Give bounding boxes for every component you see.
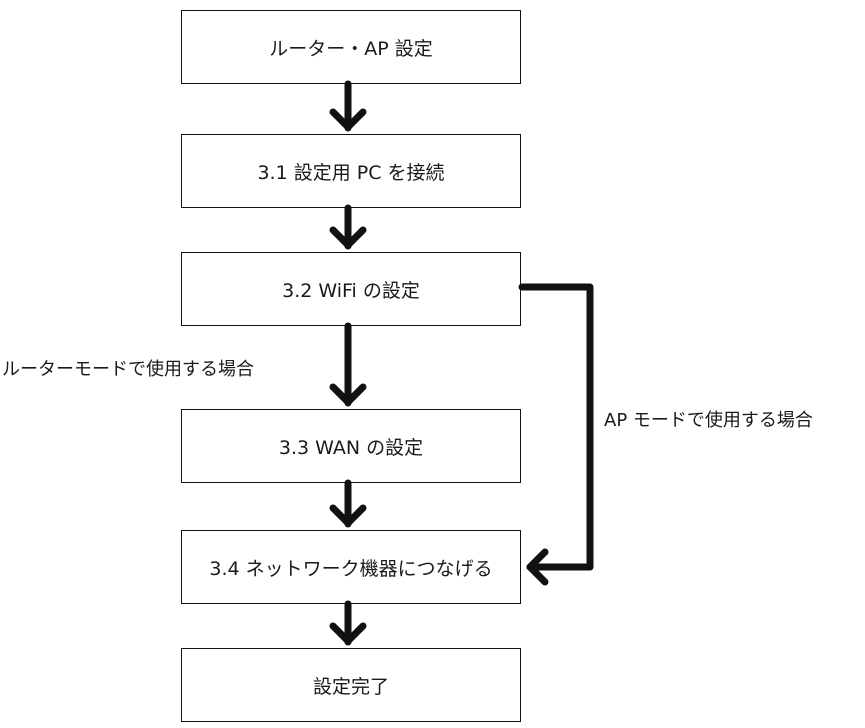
arrow-3-to-5-ap-mode [518, 283, 594, 586]
arrow-3-to-4-router-mode [329, 322, 367, 407]
ap-mode-label: AP モードで使用する場合 [604, 410, 813, 431]
step-label: 3.1 設定用 PC を接続 [257, 161, 445, 184]
arrow-2-to-3 [329, 204, 367, 250]
arrow-1-to-2 [329, 80, 367, 132]
step-router-ap-setup: ルーター・AP 設定 [181, 10, 521, 84]
step-connect-network-devices: 3.4 ネットワーク機器につなげる [181, 530, 521, 604]
arrow-4-to-5 [329, 479, 367, 528]
step-label: 3.2 WiFi の設定 [282, 279, 420, 302]
step-connect-pc: 3.1 設定用 PC を接続 [181, 134, 521, 208]
step-label: 3.3 WAN の設定 [278, 436, 424, 459]
step-wifi-setup: 3.2 WiFi の設定 [181, 252, 521, 326]
step-label: 3.4 ネットワーク機器につなげる [209, 557, 493, 580]
step-setup-complete: 設定完了 [181, 648, 521, 722]
step-label: ルーター・AP 設定 [269, 37, 433, 60]
step-label: 設定完了 [312, 675, 389, 698]
arrow-5-to-6 [329, 600, 367, 646]
router-mode-label: ルーターモードで使用する場合 [2, 359, 254, 380]
